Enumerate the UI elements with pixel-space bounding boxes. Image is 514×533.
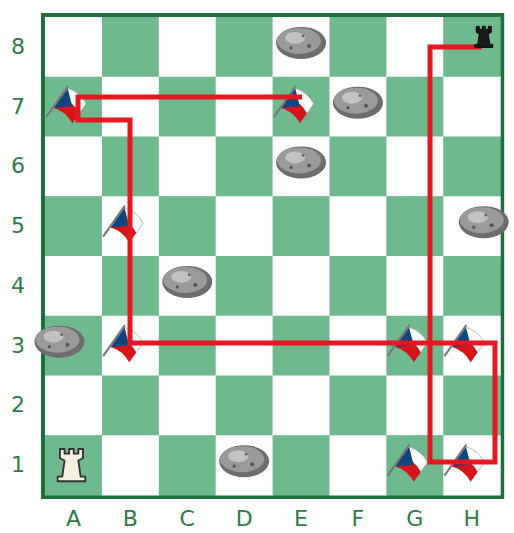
board-square: [386, 376, 443, 436]
board-square: [330, 256, 387, 316]
rock: [459, 206, 509, 238]
board-square: [273, 256, 330, 316]
rock: [34, 326, 84, 358]
board-square: [386, 137, 443, 197]
board-square: [443, 256, 500, 316]
board-square: [273, 376, 330, 436]
board-square: [443, 137, 500, 197]
rank-label: 1: [11, 454, 25, 476]
board-square: [159, 77, 216, 137]
czech-flag: [103, 325, 145, 370]
board-square: [386, 77, 443, 137]
board-square: [273, 77, 330, 137]
board-square: [216, 376, 273, 436]
board-square: [159, 316, 216, 376]
board-square: [159, 256, 216, 316]
board-square: [330, 17, 387, 77]
board-square: [386, 196, 443, 256]
file-label: E: [294, 508, 308, 530]
board-square: [45, 77, 102, 137]
file-label: F: [352, 508, 365, 530]
rank-label: 4: [11, 275, 25, 297]
board-square: [330, 435, 387, 495]
board-square: [102, 17, 159, 77]
board-square: [159, 376, 216, 436]
board-square: [386, 435, 443, 495]
czech-flag: [46, 86, 88, 131]
czech-flag: [388, 445, 430, 490]
white-rook: [58, 449, 86, 481]
board-square: [45, 435, 102, 495]
board-square: [330, 77, 387, 137]
board-squares: [45, 17, 501, 496]
rock: [276, 146, 326, 178]
board-square: [216, 316, 273, 376]
rock: [276, 27, 326, 59]
board-square: [159, 137, 216, 197]
board-square: [216, 137, 273, 197]
board-square: [273, 137, 330, 197]
board-square: [216, 17, 273, 77]
board-square: [102, 376, 159, 436]
rock: [162, 266, 212, 298]
rank-label: 5: [11, 215, 25, 237]
board-square: [443, 376, 500, 436]
board-square: [45, 376, 102, 436]
board-square: [443, 435, 500, 495]
board-square: [159, 435, 216, 495]
rock: [333, 87, 383, 119]
board-square: [45, 137, 102, 197]
czech-flag: [444, 325, 486, 370]
black-rook: [475, 26, 493, 47]
rock: [219, 445, 269, 477]
czech-flag: [444, 445, 486, 490]
rank-label: 3: [11, 335, 25, 357]
file-label: H: [463, 508, 480, 530]
czech-flag: [103, 206, 145, 251]
board-square: [45, 196, 102, 256]
file-label: C: [180, 508, 195, 530]
czech-flag: [388, 325, 430, 370]
board-square: [330, 196, 387, 256]
file-label: B: [123, 508, 138, 530]
rank-label: 8: [11, 36, 25, 58]
rank-label: 2: [11, 394, 25, 416]
board-square: [45, 256, 102, 316]
board-square: [273, 316, 330, 376]
rank-label: 6: [11, 155, 25, 177]
board-square: [273, 17, 330, 77]
board-frame: [41, 13, 504, 499]
board-square: [159, 196, 216, 256]
board-square: [443, 77, 500, 137]
file-label: A: [66, 508, 81, 530]
board-square: [330, 376, 387, 436]
file-label: G: [406, 508, 423, 530]
board-square: [45, 17, 102, 77]
rocks: [34, 27, 508, 477]
board-square: [386, 316, 443, 376]
board-square: [330, 316, 387, 376]
board-square: [273, 435, 330, 495]
board-square: [216, 77, 273, 137]
board-square: [330, 137, 387, 197]
file-label: D: [236, 508, 253, 530]
board-square: [386, 256, 443, 316]
rank-label: 7: [11, 96, 25, 118]
route-line: [78, 47, 495, 462]
board-square: [216, 435, 273, 495]
board-square: [216, 256, 273, 316]
board-square: [443, 316, 500, 376]
board-square: [102, 435, 159, 495]
board-square: [159, 17, 216, 77]
board-square: [273, 196, 330, 256]
board-square: [216, 196, 273, 256]
czech-flag: [274, 86, 316, 131]
flags: [46, 86, 487, 490]
